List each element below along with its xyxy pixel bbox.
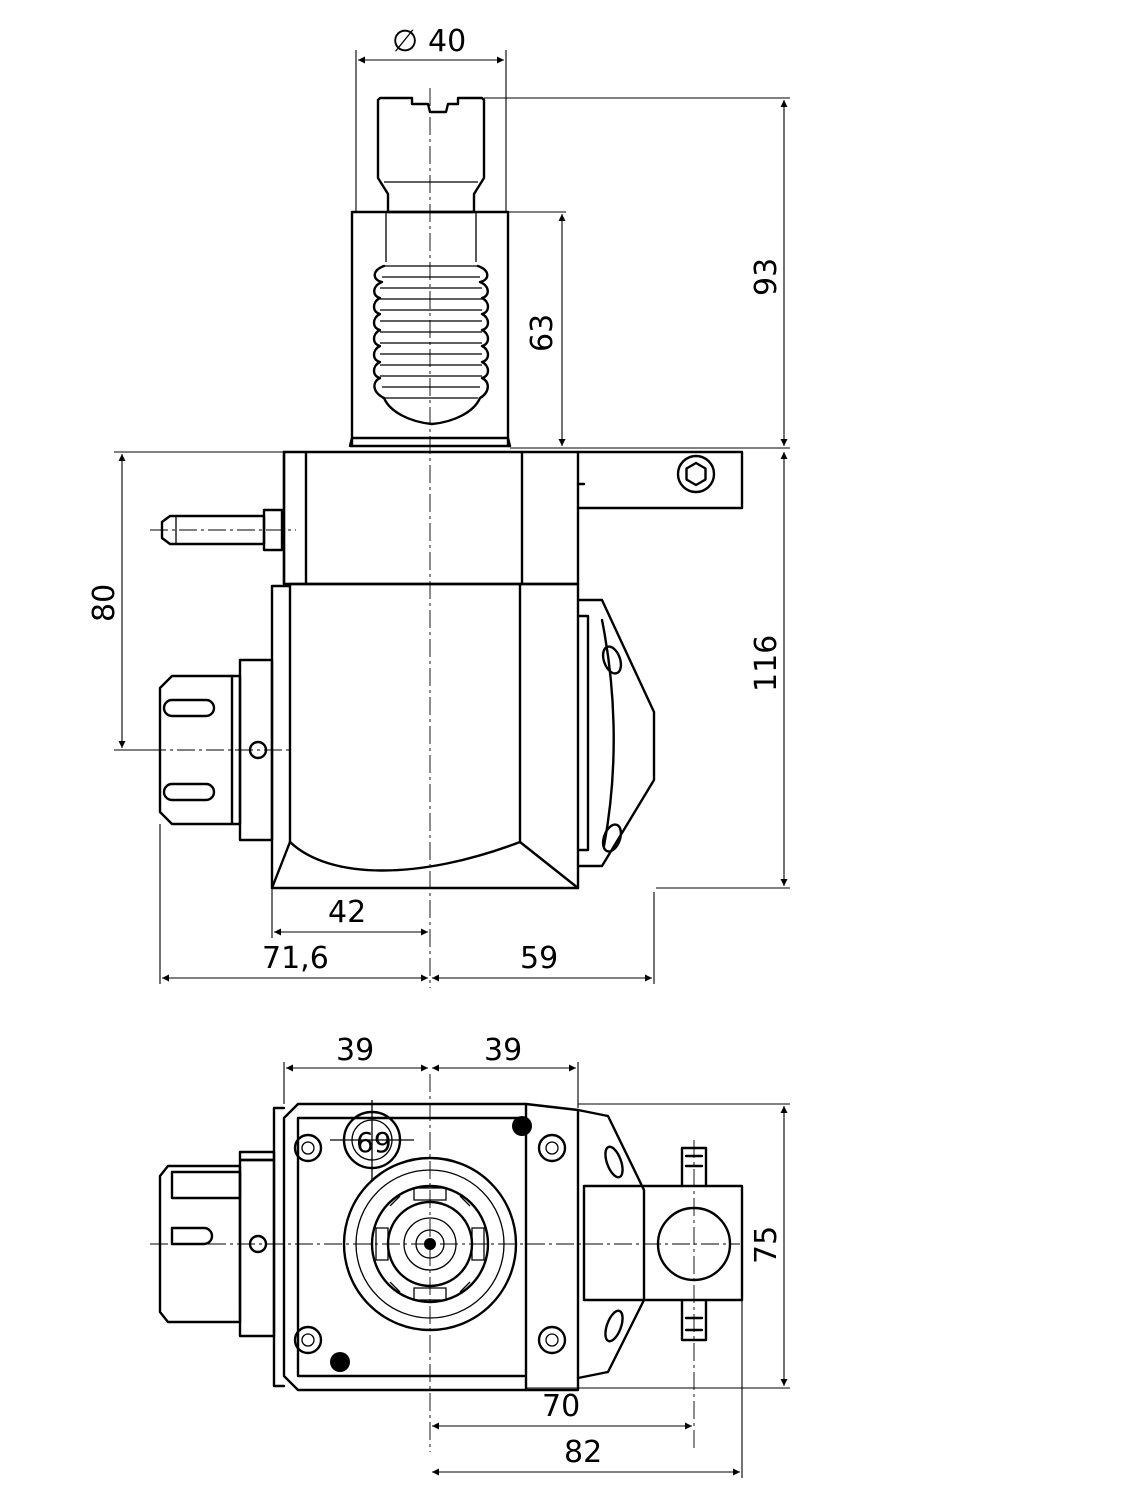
side-view: ∅ 40 93 63 116 80 xyxy=(87,24,790,988)
dim-total-offset-82: 82 xyxy=(432,1300,743,1478)
plug-69: 69 xyxy=(330,1100,414,1180)
bottom-view: 69 xyxy=(150,1033,790,1478)
dim-depth-value: 75 xyxy=(749,1226,784,1264)
dim-left-half-value: 39 xyxy=(336,1033,374,1068)
dim-total-offset-value: 82 xyxy=(564,1435,602,1470)
dim-body-height-value: 116 xyxy=(749,635,784,692)
screw-icon xyxy=(537,1325,567,1355)
dim-axis-height-80: 80 xyxy=(87,451,284,751)
dim-right-extent-value: 59 xyxy=(520,941,558,976)
dim-total-height-value: 93 xyxy=(749,258,784,296)
screw-icon xyxy=(537,1133,567,1163)
dowel-pin-icon xyxy=(330,1352,350,1372)
mounting-screws xyxy=(293,1116,567,1372)
dim-width-39-39: 39 39 xyxy=(283,1033,579,1108)
dim-shank-height-63: 63 xyxy=(508,211,566,446)
dim-depth-75: 75 xyxy=(526,1103,790,1389)
screw-icon xyxy=(293,1325,323,1355)
dim-total-height-93: 93 xyxy=(484,97,790,449)
collet-nut-plan xyxy=(158,1150,276,1338)
dim-extents: 71,6 59 xyxy=(159,824,655,984)
coolant-pin-left xyxy=(160,508,284,552)
screw-icon xyxy=(293,1133,323,1163)
dim-axis-height-value: 80 xyxy=(87,584,122,622)
dim-half-width-value: 42 xyxy=(328,895,366,930)
dim-clamp-offset-value: 70 xyxy=(542,1389,580,1424)
dim-half-width-42: 42 xyxy=(271,888,428,938)
shank-ribs xyxy=(372,264,490,426)
dim-shank-height-value: 63 xyxy=(525,314,560,352)
dim-right-half-value: 39 xyxy=(484,1033,522,1068)
dim-diameter-40: ∅ 40 xyxy=(355,24,507,212)
dowel-pin-icon xyxy=(512,1116,532,1136)
dim-diameter-value: 40 xyxy=(428,24,466,59)
lower-housing xyxy=(270,582,580,890)
right-flange xyxy=(576,598,656,868)
stop-arm xyxy=(576,450,744,510)
dim-body-height-116: 116 xyxy=(656,452,790,889)
dim-clamp-offset-70: 70 xyxy=(432,1389,692,1430)
plug-label: 69 xyxy=(356,1126,392,1159)
dim-diameter-symbol: ∅ xyxy=(392,24,418,59)
dim-left-extent-value: 71,6 xyxy=(262,941,329,976)
upper-housing xyxy=(282,450,580,586)
